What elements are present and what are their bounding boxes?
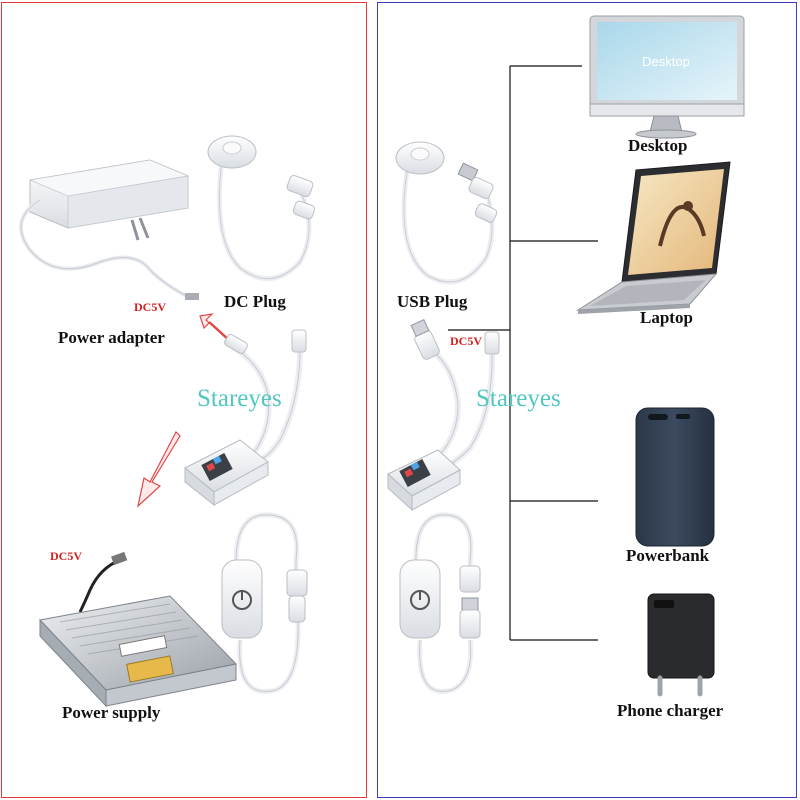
laptop-image	[576, 161, 731, 314]
voltage-tag-power-supply: DC5V	[50, 549, 82, 563]
watermark-right: Stareyes	[476, 385, 561, 412]
dc-plug-sensor-image	[207, 135, 316, 282]
arrow-to-adapter	[199, 313, 233, 343]
right-dimmer-image	[399, 512, 481, 694]
left-controller-image	[184, 329, 307, 507]
usb-plug-label: USB Plug	[397, 292, 468, 311]
voltage-tag-adapter: DC5V	[134, 300, 166, 314]
desktop-label: Desktop	[628, 136, 688, 155]
connection-lines	[448, 65, 598, 641]
laptop-label: Laptop	[640, 308, 693, 327]
phone-charger-label: Phone charger	[617, 701, 724, 720]
phone-charger-image	[647, 593, 715, 697]
powerbank-label: Powerbank	[626, 546, 710, 565]
power-supply-image	[39, 551, 237, 708]
power-adapter-label: Power adapter	[58, 328, 165, 347]
desktop-screen-text: Desktop	[642, 54, 690, 69]
voltage-tag-usb: DC5V	[450, 334, 482, 348]
watermark-left: Stareyes	[197, 385, 282, 412]
power-adapter-image	[19, 159, 199, 300]
powerbank-image	[635, 407, 715, 547]
power-supply-label: Power supply	[62, 703, 161, 722]
desktop-image: Desktop	[589, 15, 745, 139]
left-panel-dc-power	[1, 2, 367, 798]
right-panel-usb-power	[377, 2, 797, 798]
usb-plug-sensor-image	[395, 141, 498, 285]
left-dimmer-image	[221, 512, 308, 694]
arrow-to-power-supply	[137, 430, 181, 508]
right-controller-image	[387, 318, 500, 512]
dc-plug-label: DC Plug	[224, 292, 286, 311]
